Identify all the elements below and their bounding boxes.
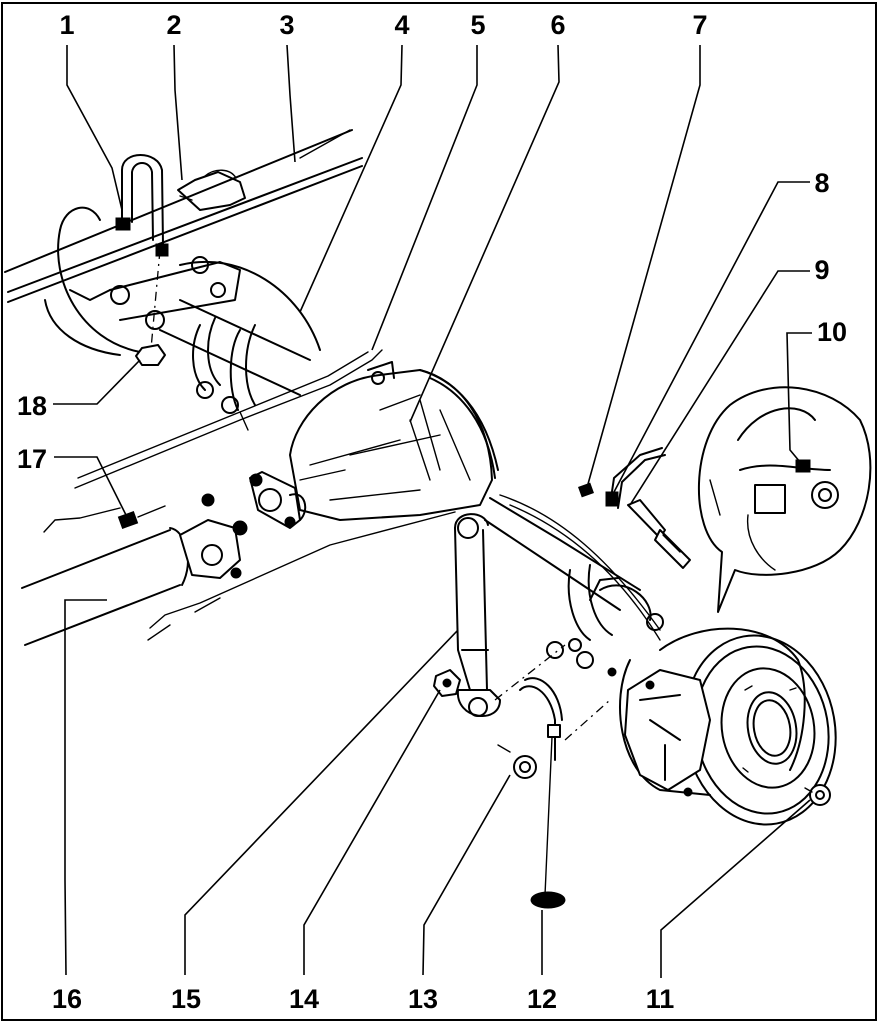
brake-caliper	[607, 667, 711, 797]
callout-2: 2	[166, 10, 181, 40]
axle-tube-clamp	[192, 317, 256, 414]
left-axle-tube	[44, 206, 321, 396]
wheel-bolt	[804, 784, 831, 806]
leader-17	[54, 456, 127, 516]
callout-10: 10	[817, 317, 847, 347]
leader-5	[371, 45, 478, 351]
callout-8: 8	[814, 168, 829, 198]
shock-mount-nut	[433, 669, 461, 697]
callout-6: 6	[550, 10, 565, 40]
leader-8	[613, 181, 810, 493]
callout-17: 17	[17, 444, 47, 474]
leader-2	[173, 44, 183, 181]
leader-14	[303, 689, 441, 975]
right-axle-tube	[484, 494, 661, 641]
leader-4	[299, 44, 403, 313]
callout-3: 3	[279, 10, 294, 40]
leaf-spring	[4, 129, 363, 303]
assembly-axis-line	[564, 699, 611, 741]
right-axle-clamp	[546, 564, 664, 669]
pinion-flange	[249, 471, 307, 529]
leader-9	[629, 270, 810, 506]
shock-absorber	[454, 513, 501, 717]
callout-7: 7	[692, 10, 707, 40]
callout-5: 5	[470, 10, 485, 40]
callout-12: 12	[527, 984, 557, 1014]
spring-nut	[135, 344, 166, 366]
spring-bracket	[177, 169, 246, 211]
brake-line	[74, 349, 383, 489]
nut	[497, 744, 537, 779]
flange-bolt	[43, 505, 456, 641]
leader-1	[66, 45, 123, 211]
leader-13	[422, 774, 511, 976]
callout-13: 13	[408, 984, 438, 1014]
u-bolt	[115, 154, 169, 257]
leader-3	[286, 44, 296, 163]
leader-lines	[53, 44, 812, 978]
leader-11	[660, 799, 811, 978]
callout-15: 15	[171, 984, 201, 1014]
callout-1: 1	[59, 10, 74, 40]
callout-numbers: 1 2 3 4 5 6 7 8 9 10 11 12 13 14 15 16 1…	[17, 10, 847, 1014]
leader-15	[184, 629, 459, 975]
leader-7	[587, 45, 701, 485]
callout-16: 16	[52, 984, 82, 1014]
brake-hose-bracket	[605, 447, 666, 509]
differential-housing	[289, 361, 499, 521]
leader-18	[53, 359, 141, 405]
abs-sensor	[627, 499, 691, 569]
leader-16	[64, 599, 107, 976]
callout-4: 4	[394, 10, 409, 40]
callout-11: 11	[646, 984, 675, 1014]
callout-14: 14	[289, 984, 319, 1014]
callout-9: 9	[814, 255, 829, 285]
leader-10	[786, 332, 812, 463]
callout-18: 18	[17, 391, 47, 421]
bleeder-screw	[578, 482, 594, 498]
assembly-axis-line	[494, 644, 566, 701]
leader-6	[409, 44, 560, 423]
propeller-shaft	[21, 493, 248, 646]
sensor-connector-detail	[698, 386, 872, 613]
brake-hose	[519, 677, 566, 909]
